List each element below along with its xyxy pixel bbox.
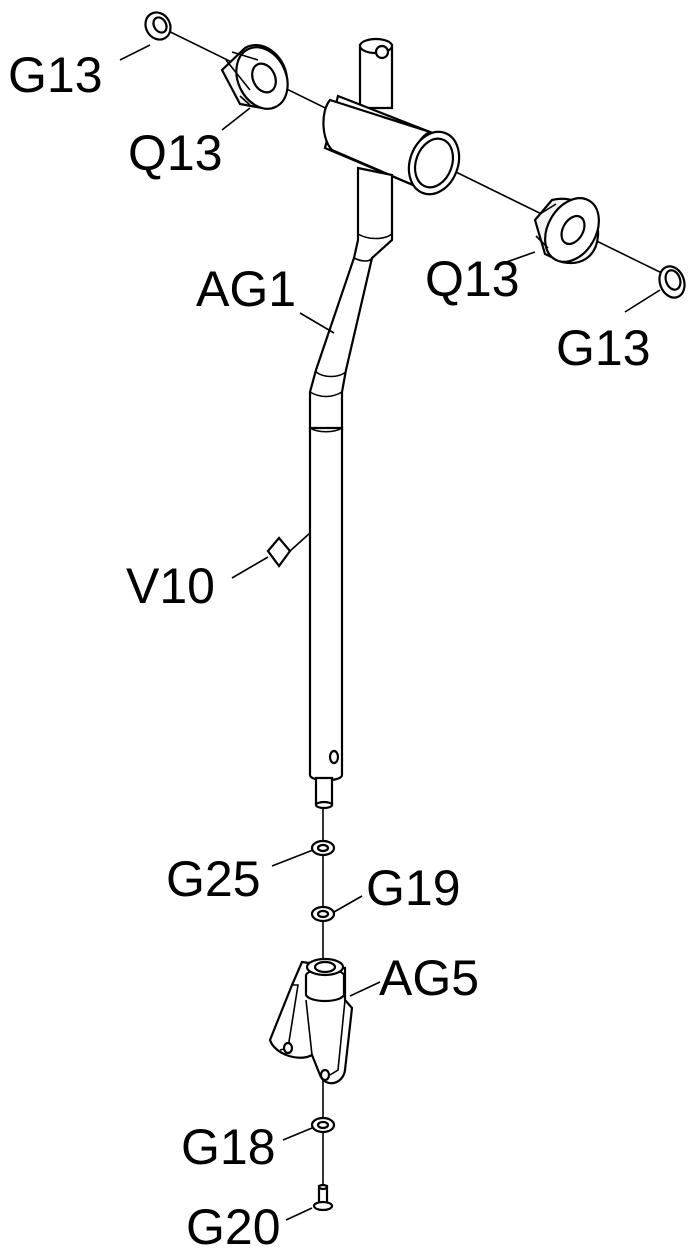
ag5-fork-bracket — [268, 957, 354, 1085]
leader-lines — [119, 44, 661, 1221]
label-g25: G25 — [166, 851, 261, 907]
label-g18: G18 — [181, 1119, 276, 1175]
v10-diamond-marker — [266, 532, 311, 568]
g20-bolt — [312, 1183, 334, 1212]
label-ag5: AG5 — [379, 950, 479, 1006]
label-ag1: AG1 — [196, 261, 296, 317]
label-g19: G19 — [366, 860, 461, 916]
g18-washer — [310, 1116, 336, 1134]
t-fitting-housing — [322, 37, 461, 196]
g19-washer — [310, 905, 336, 923]
label-v10: V10 — [126, 558, 215, 614]
q13-top-bushing — [220, 44, 289, 110]
g13-top-washer — [144, 11, 172, 41]
label-g20: G20 — [186, 1199, 281, 1255]
label-q13-top: Q13 — [128, 125, 223, 181]
label-g13-right: G13 — [556, 320, 651, 376]
q13-right-bushing — [533, 197, 600, 265]
ag1-bent-tube — [308, 166, 394, 432]
label-g13-top: G13 — [8, 47, 103, 103]
v10-lower-tube — [308, 426, 344, 810]
label-q13-right: Q13 — [425, 251, 520, 307]
g13-right-washer — [658, 265, 686, 299]
g25-washer — [310, 839, 336, 857]
